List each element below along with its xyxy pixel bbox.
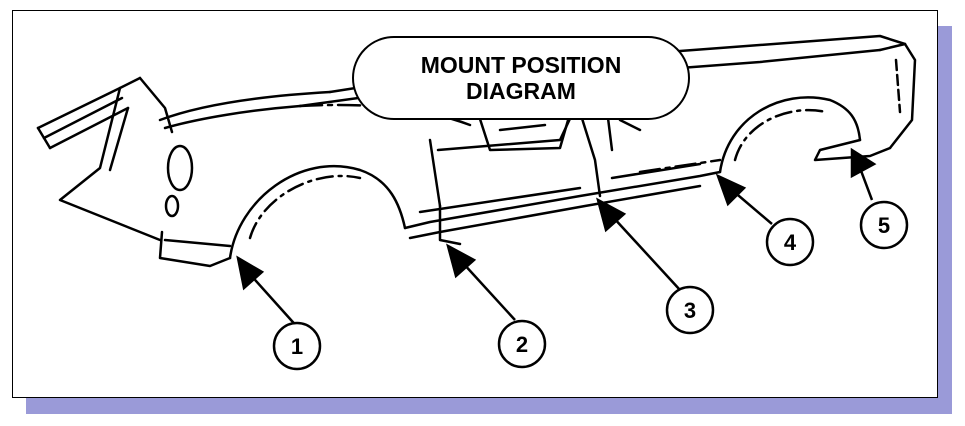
callout-5-label: 5 [878, 213, 890, 238]
callout-1-label: 1 [291, 334, 303, 359]
callout-3-label: 3 [684, 298, 696, 323]
callout-arrows [236, 147, 877, 331]
arrow-5-icon [850, 147, 877, 201]
diagram-title: MOUNT POSITION DIAGRAM [352, 36, 690, 120]
arrow-4-icon [715, 173, 773, 225]
callout-2-label: 2 [516, 332, 528, 357]
callout-5: 5 [859, 200, 909, 250]
arrow-2-icon [446, 243, 516, 321]
callout-1: 1 [272, 321, 322, 371]
arrow-1-icon [236, 255, 301, 331]
title-line-1: MOUNT POSITION [420, 52, 622, 78]
arrow-3-icon [596, 197, 681, 291]
callout-2: 2 [497, 319, 547, 369]
callout-3: 3 [665, 285, 715, 335]
title-line-2: DIAGRAM [466, 78, 576, 104]
callout-circles: 1 2 3 4 5 [272, 200, 909, 371]
callout-4-label: 4 [784, 230, 797, 255]
callout-4: 4 [765, 217, 815, 267]
